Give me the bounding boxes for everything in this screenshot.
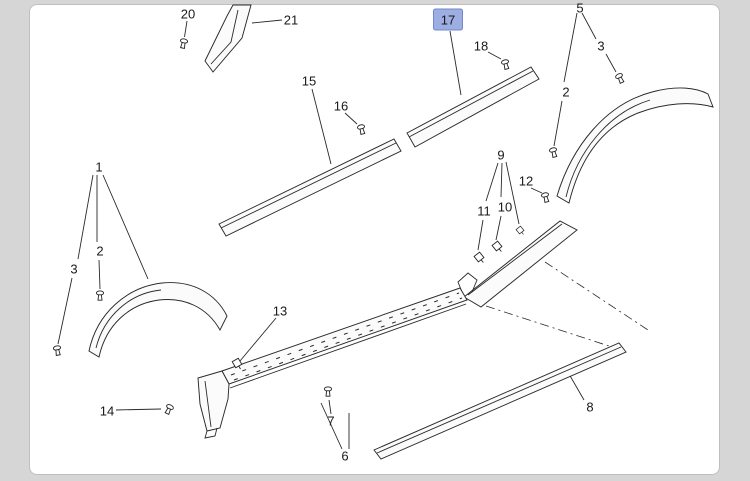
pillar-applique-edge <box>210 9 239 65</box>
part-pillar-applique <box>204 4 252 73</box>
leader-lines <box>57 12 617 450</box>
callout-8[interactable]: 8 <box>586 400 593 415</box>
callout-14[interactable]: 14 <box>100 404 114 419</box>
callout-16[interactable]: 16 <box>334 99 348 114</box>
arch-left-edge <box>95 289 162 349</box>
leader-15 <box>311 88 332 165</box>
rocker-front-bracket-foot <box>204 427 218 439</box>
callout-2-left[interactable]: 2 <box>96 244 103 259</box>
arch-left-body <box>88 282 228 358</box>
rocker-front-lower-lip <box>229 303 467 389</box>
leader-18 <box>487 51 502 60</box>
leader-2-left <box>98 259 101 290</box>
callout-10[interactable]: 10 <box>498 200 512 215</box>
moulding-front-body <box>218 138 402 237</box>
fastener-icon <box>548 146 559 159</box>
callout-15[interactable]: 15 <box>302 74 316 89</box>
retainer-clip-icon <box>515 225 527 237</box>
leader-14 <box>115 408 162 411</box>
leader-11 <box>477 219 484 251</box>
leader-1-fan <box>77 174 149 280</box>
fastener-icon <box>95 290 105 301</box>
callout-1[interactable]: 1 <box>95 160 102 175</box>
leader-10 <box>495 215 502 241</box>
rocker-front-hatch-row <box>233 297 463 381</box>
leader-17 <box>449 30 462 96</box>
fastener-icon <box>614 72 626 85</box>
callout-17[interactable]: 17 <box>441 13 455 28</box>
retainer-clip-icon <box>473 251 487 266</box>
leader-16 <box>344 112 358 125</box>
fastener-icon <box>52 344 63 357</box>
rocker-front-end-bracket <box>197 370 230 432</box>
sill-strip-edge <box>376 346 622 454</box>
part-sill-plate-strip <box>373 342 627 460</box>
leader-5-to-2 <box>553 12 578 147</box>
diagram-canvas <box>29 4 720 475</box>
retainer-clip-icon <box>491 240 505 255</box>
rocker-rear-body <box>463 220 578 308</box>
pillar-applique-body <box>204 4 252 73</box>
callout-2-right[interactable]: 2 <box>562 85 569 100</box>
callout-12[interactable]: 12 <box>519 174 533 189</box>
leader-20 <box>184 20 188 38</box>
leader-3-left <box>57 277 73 345</box>
leader-12 <box>530 187 543 194</box>
leader-5-to-3 <box>581 12 617 73</box>
rocker-rear-edge <box>467 223 563 296</box>
callout-11[interactable]: 11 <box>477 204 491 219</box>
callout-13[interactable]: 13 <box>273 304 287 319</box>
leader-13 <box>239 317 277 362</box>
selected-callout-highlight <box>433 8 463 31</box>
leader-7 <box>328 399 332 415</box>
callout-7[interactable]: 7 <box>327 414 334 429</box>
part-body-moulding-rear <box>406 66 540 148</box>
hidden-line <box>544 261 649 331</box>
fastener-icon <box>500 58 511 71</box>
part-wheel-arch-moulding-right <box>556 87 714 204</box>
fastener-icon <box>178 37 189 50</box>
rocker-front-bracket-edge <box>204 380 212 428</box>
moulding-rear-edge <box>408 70 534 138</box>
leader-8 <box>568 373 585 401</box>
callout-5[interactable]: 5 <box>576 1 583 16</box>
fasteners <box>52 37 626 416</box>
leader-9-fan <box>485 161 520 225</box>
fastener-icon <box>163 403 175 416</box>
part-rocker-moulding-front <box>197 287 468 439</box>
callout-21[interactable]: 21 <box>284 13 298 28</box>
fastener-icon <box>540 191 551 204</box>
hidden-alignment-lines <box>485 261 649 348</box>
leader-21 <box>251 19 283 24</box>
rocker-rear-bracket <box>457 272 478 298</box>
moulding-rear-body <box>406 66 540 148</box>
callout-labels: 20 21 17 18 5 3 2 15 16 1 9 12 10 11 2 3… <box>70 1 604 464</box>
part-wheel-arch-moulding-left <box>88 282 228 358</box>
fastener-icon <box>356 123 367 136</box>
callout-20[interactable]: 20 <box>181 7 195 22</box>
callout-3-right[interactable]: 3 <box>597 39 604 54</box>
rocker-front-hatch-row <box>230 292 460 376</box>
arch-right-body <box>556 87 714 204</box>
callout-3-left[interactable]: 3 <box>70 262 77 277</box>
part-body-moulding-front <box>218 138 402 237</box>
rocker-front-body <box>221 287 468 385</box>
fastener-icon <box>323 386 333 397</box>
part-rocker-moulding-rear <box>457 220 578 308</box>
hidden-line <box>485 305 613 348</box>
callout-6[interactable]: 6 <box>341 449 348 464</box>
arch-right-edge <box>565 99 651 198</box>
moulding-front-edge <box>220 142 397 229</box>
leader-6-fan <box>320 402 350 450</box>
callout-9[interactable]: 9 <box>497 148 504 163</box>
callout-18[interactable]: 18 <box>474 39 488 54</box>
